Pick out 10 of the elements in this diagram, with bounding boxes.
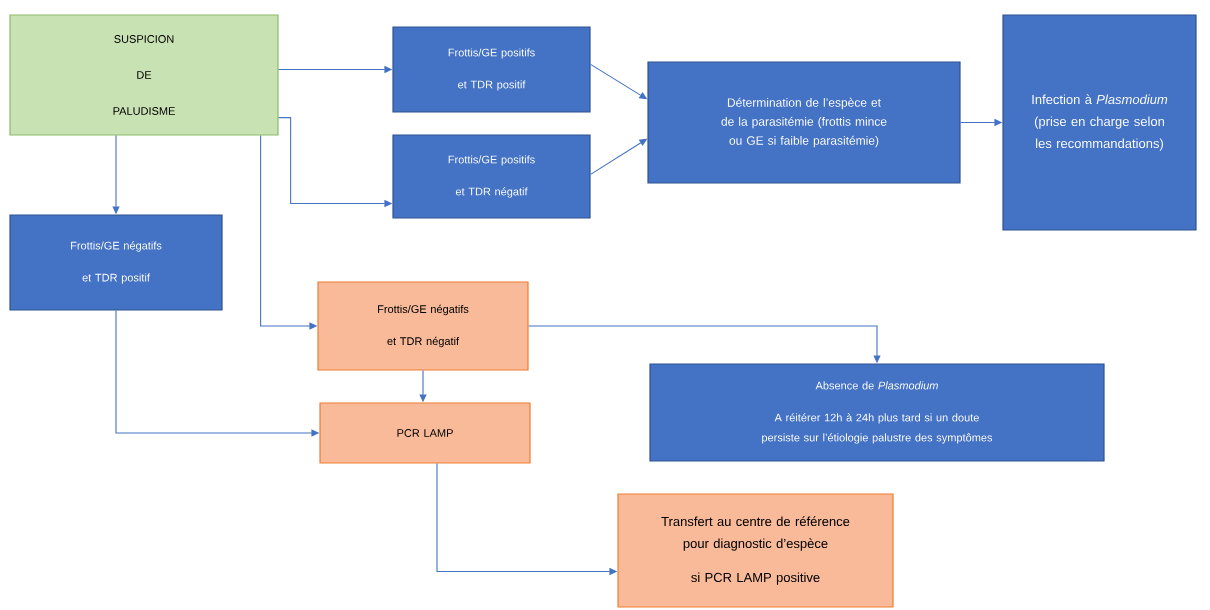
result-box: Absence de Plasmodium A réitérer 12h à 24h plus tard si un doute persiste sur l’étiologie palustre des symptômes [649,363,1105,462]
start-box: SUSPICION DE PALUDISME [9,14,279,136]
result-box: Détermination de l’espèce et de la parasitémie (frottis mince ou GE si faible parasitémie) [647,61,961,184]
result-box: Infection à Plasmodium (prise en charge selon les recommandations) [1002,14,1197,231]
result-box: Frottis/GE négatifs et TDR positif [9,214,223,311]
result-box: Frottis/GE positifs et TDR négatif [392,134,591,219]
test-box: PCR LAMP [319,402,531,464]
test-box: Frottis/GE négatifs et TDR négatif [317,281,529,371]
result-box: Frottis/GE positifs et TDR positif [392,26,591,113]
test-box: Transfert au centre de référence pour diagnostic d’espèce si PCR LAMP positive [617,493,894,608]
